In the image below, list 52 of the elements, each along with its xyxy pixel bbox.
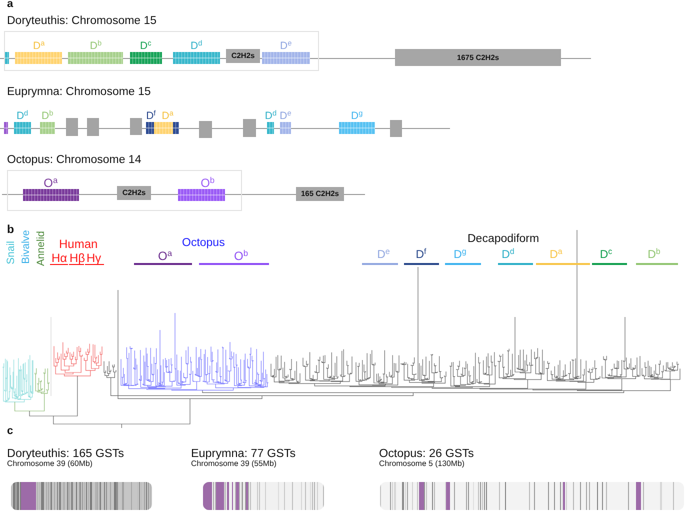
panel-letter: c <box>7 426 14 437</box>
gene-cluster-label: D$^{b}$ <box>90 41 102 52</box>
gene-block <box>390 120 402 137</box>
clade-label: O$^{b}$ <box>234 250 248 262</box>
gene-block <box>199 120 212 138</box>
clade-label: D$^{d}$ <box>502 250 514 262</box>
clade-label: D$^{e}$ <box>377 250 390 262</box>
gene-cluster-label: D$^{e}$ <box>280 110 292 122</box>
chromosome-title: Octopus: Chromosome 14 <box>7 155 142 166</box>
chromosome-title: Euprymna: 77 GSTs <box>191 448 296 460</box>
gene-cluster-label: D$^{a}$ <box>162 110 174 122</box>
gene-block <box>87 118 99 136</box>
clade-label: O$^{a}$ <box>158 250 172 262</box>
gene-cluster-label: D$^{d}$ <box>16 110 28 122</box>
gene-cluster-label: D$^{c}$ <box>140 41 152 52</box>
clade-label: D$^{b}$ <box>648 250 660 262</box>
gene-cluster-label: D$^{g}$ <box>351 110 363 122</box>
clade-label: Hβ <box>70 252 86 263</box>
highlight-frame <box>6 170 242 210</box>
clade-label: D$^{g}$ <box>454 250 466 262</box>
gene-cluster-label: D$^{f}$ <box>146 110 156 122</box>
chromosome-title: Octopus: 26 GSTs <box>379 448 474 460</box>
gene-block <box>66 118 78 136</box>
clade-label: Hγ <box>86 252 102 263</box>
group-label: Human <box>59 238 98 250</box>
gene-cluster-label: D$^{a}$ <box>33 41 45 52</box>
gene-block <box>173 122 179 134</box>
gene-cluster-label: O$^{b}$ <box>200 176 215 189</box>
clade-label: Annelid <box>36 231 46 266</box>
panel-letter: a <box>7 0 14 8</box>
gene-block <box>243 119 256 137</box>
group-label: Decapodiform <box>468 234 540 246</box>
clade-label: Bivalve <box>21 230 32 264</box>
chromosome-title: Doryteuthis: 165 GSTs <box>7 448 124 460</box>
chromosome-title: Doryteuthis: Chromosome 15 <box>7 16 157 28</box>
clade-label: D$^{f}$ <box>416 250 426 262</box>
gene-cluster-label: D$^{e}$ <box>280 41 292 52</box>
gene-block <box>5 52 9 64</box>
clade-label: D$^{c}$ <box>600 250 612 262</box>
highlight-frame <box>4 30 319 71</box>
clade-label: Snail <box>6 240 16 264</box>
chromosome-title: Euprymna: Chromosome 15 <box>7 86 151 98</box>
panel-letter: b <box>7 224 14 236</box>
gene-cluster-label: D$^{b}$ <box>42 110 54 122</box>
clade-label: Hα <box>52 252 68 263</box>
group-label: Octopus <box>182 238 225 250</box>
gene-block <box>130 118 142 136</box>
gene-cluster-label: D$^{d}$ <box>264 110 277 122</box>
clade-label: D$^{a}$ <box>550 250 562 262</box>
gene-block <box>4 122 8 134</box>
gene-cluster-label: O$^{a}$ <box>44 176 58 189</box>
gene-cluster-label: D$^{d}$ <box>190 41 202 52</box>
